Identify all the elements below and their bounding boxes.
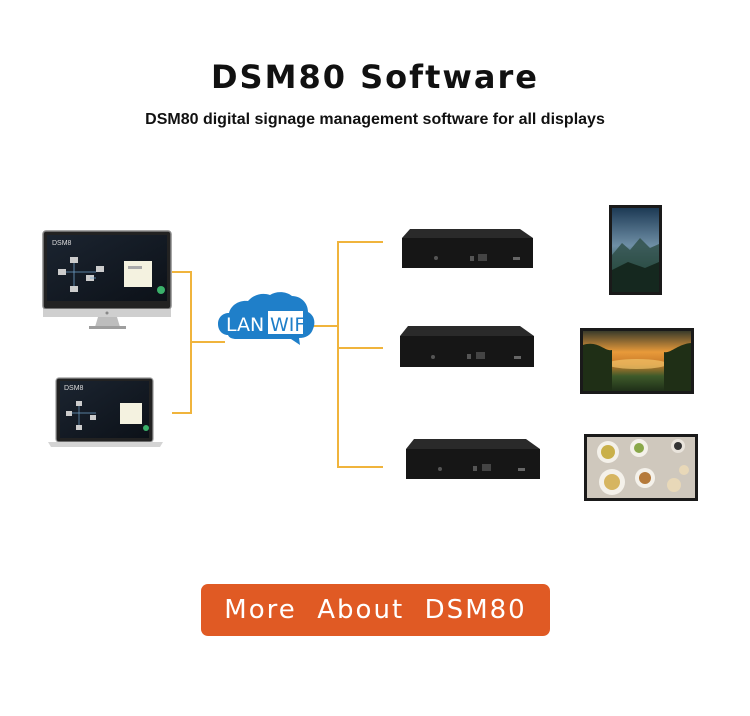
media-player-1 bbox=[402, 229, 533, 268]
landscape-display-food bbox=[584, 434, 698, 501]
lan-label: LAN bbox=[226, 314, 264, 336]
more-about-button[interactable]: More About DSM80 bbox=[201, 584, 550, 636]
page-title: DSM80 Software bbox=[210, 58, 539, 96]
laptop-app-title: DSM8 bbox=[64, 385, 84, 392]
player-bracket bbox=[337, 241, 383, 468]
desktop-monitor: DSM8 bbox=[42, 230, 172, 329]
client-bracket bbox=[172, 271, 192, 414]
media-player-2 bbox=[400, 326, 534, 367]
landscape-display-sunset bbox=[580, 328, 694, 394]
connector-lines bbox=[172, 241, 383, 468]
desktop-app-title: DSM8 bbox=[52, 240, 72, 247]
lan-wifi-badge: LAN WIFI bbox=[218, 292, 315, 345]
laptop: DSM8 bbox=[48, 377, 163, 447]
media-player-3 bbox=[406, 439, 540, 479]
page-subtitle: DSM80 digital signage management softwar… bbox=[145, 111, 605, 128]
portrait-display bbox=[609, 205, 662, 295]
wifi-label: WIFI bbox=[270, 314, 311, 336]
